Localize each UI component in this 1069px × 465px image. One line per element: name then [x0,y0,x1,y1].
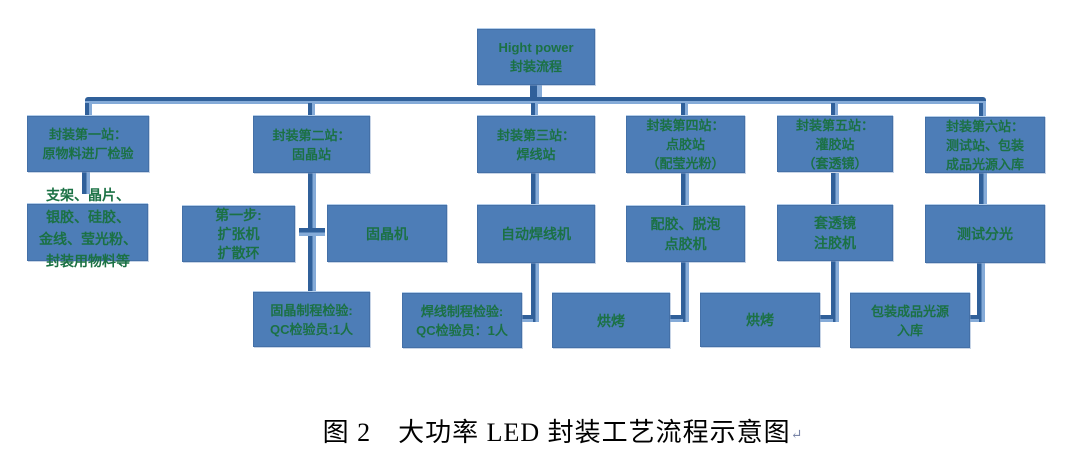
connector-stub-station3 [531,103,538,115]
connector-step1-diebonder [299,228,325,236]
station5-line2: 灌胶站 [815,136,855,152]
node-station-4: 封装第四站： 点胶站 （配莹光粉） [626,115,745,173]
station4-line3: （配莹光粉） [646,156,725,171]
materials-line4: 封装用物料等 [46,253,130,269]
connector-root-stub [530,85,542,98]
connector-stub-station1 [85,103,92,115]
node-root: Hight power 封装流程 [477,28,595,85]
node-station-2: 封装第二站： 固晶站 [253,115,370,173]
station3-line2: 焊线站 [516,146,556,162]
wire-qc-line2: QC检验员：1人 [416,322,508,338]
station2-line1: 封装第二站： [272,127,351,143]
connector-trunk [85,97,986,104]
node-dispenser: 配胶、脱泡 点胶机 [626,205,745,262]
node-step1-expander: 第一步: 扩张机 扩散环 [182,205,295,262]
connector-station3-machine [531,173,539,204]
connector-stub-station5 [831,103,838,115]
node-warehouse: 包装成品光源 入库 [850,292,970,348]
connector-station6-machine [979,173,987,204]
bake1-label: 烘烤 [597,312,625,329]
station5-line3: （套透镜） [802,155,868,171]
warehouse-line2: 入库 [896,322,923,338]
node-station-3: 封装第三站： 焊线站 [477,115,595,173]
lens-glue-line2: 注胶机 [814,235,856,251]
wire-qc-line1: 焊线制程检验: [420,303,504,319]
node-bake-1: 烘烤 [552,292,670,348]
connector-dispenser-elbow-v [681,262,689,322]
warehouse-line1: 包装成品光源 [870,303,949,319]
step1-line1: 第一步: [215,206,262,223]
connector-stub-station4 [681,103,688,115]
materials-line1: 支架、晶片、 [46,187,130,203]
node-root-line1: Hight power [498,40,574,55]
die-bonder-label: 固晶机 [366,225,408,242]
die-qc-line1: 固晶制程检验: [270,302,353,318]
station5-line1: 封装第五站： [795,117,874,133]
node-die-qc: 固晶制程检验: QC检验员:1人 [253,291,370,347]
node-die-bonder: 固晶机 [327,204,447,262]
station3-line1: 封装第三站： [496,127,575,143]
node-station-6: 封装第六站： 测试站、包装 成品光源入库 [925,116,1045,173]
wire-bonder-label: 自动焊线机 [501,226,571,242]
connector-test-elbow-v [977,263,985,322]
bake2-label: 烘烤 [746,312,774,328]
connector-station4-machine [681,173,689,205]
dispenser-line1: 配胶、脱泡 [650,216,721,232]
figure-caption: 图 2 大功率 LED 封装工艺流程示意图↵ [56,412,1069,449]
station6-line3: 成品光源入库 [945,156,1024,172]
materials-line3: 金线、莹光粉、 [39,231,137,247]
step1-line2: 扩张机 [217,225,260,242]
node-lens-glue-machine: 套透镜 注胶机 [777,204,893,261]
lens-glue-line1: 套透镜 [814,215,856,231]
node-materials-box [27,203,148,261]
connector-stub-station2 [308,103,315,115]
station1-line2: 原物料进厂检验 [42,146,134,161]
connector-lensglue-elbow-v [831,261,839,322]
step1-line3: 扩散环 [217,244,260,261]
connector-stub-station6 [979,103,986,116]
connector-wirebonder-elbow-h [521,315,533,322]
connector-station5-machine [831,173,839,205]
node-root-line2: 封装流程 [509,59,562,74]
station4-line2: 点胶站 [665,137,705,152]
die-qc-line2: QC检验员:1人 [269,321,354,337]
node-bake-2: 烘烤 [700,292,820,347]
node-test-split: 测试分光 [925,204,1045,263]
connector-wirebonder-elbow-v [531,263,539,322]
figure-caption-text: 图 2 大功率 LED 封装工艺流程示意图 [322,418,791,447]
station6-line1: 封装第六站： [945,118,1024,134]
node-station-1: 封装第一站： 原物料进厂检验 [27,115,149,172]
test-split-label: 测试分光 [957,226,1013,242]
dispenser-line2: 点胶机 [664,236,707,252]
connector-test-elbow-h [969,315,979,322]
materials-text: 支架、晶片、 银胶、硅胶、 金线、莹光粉、 封装用物料等 [20,184,156,272]
connector-lensglue-elbow-h [819,315,833,322]
station1-line1: 封装第一站： [48,127,127,142]
node-station-5: 封装第五站： 灌胶站 （套透镜） [777,115,893,172]
station2-line2: 固晶站 [291,146,331,162]
materials-line2: 银胶、硅胶、 [46,209,130,225]
connector-dispenser-elbow-h [669,315,683,322]
station4-line1: 封装第四站： [646,118,725,133]
station6-line2: 测试站、包装 [945,137,1024,153]
node-wire-bonder: 自动焊线机 [477,204,595,263]
return-mark-icon: ↵ [790,428,803,443]
connector-station1-materials [82,172,90,194]
node-wire-qc: 焊线制程检验: QC检验员：1人 [402,292,522,348]
